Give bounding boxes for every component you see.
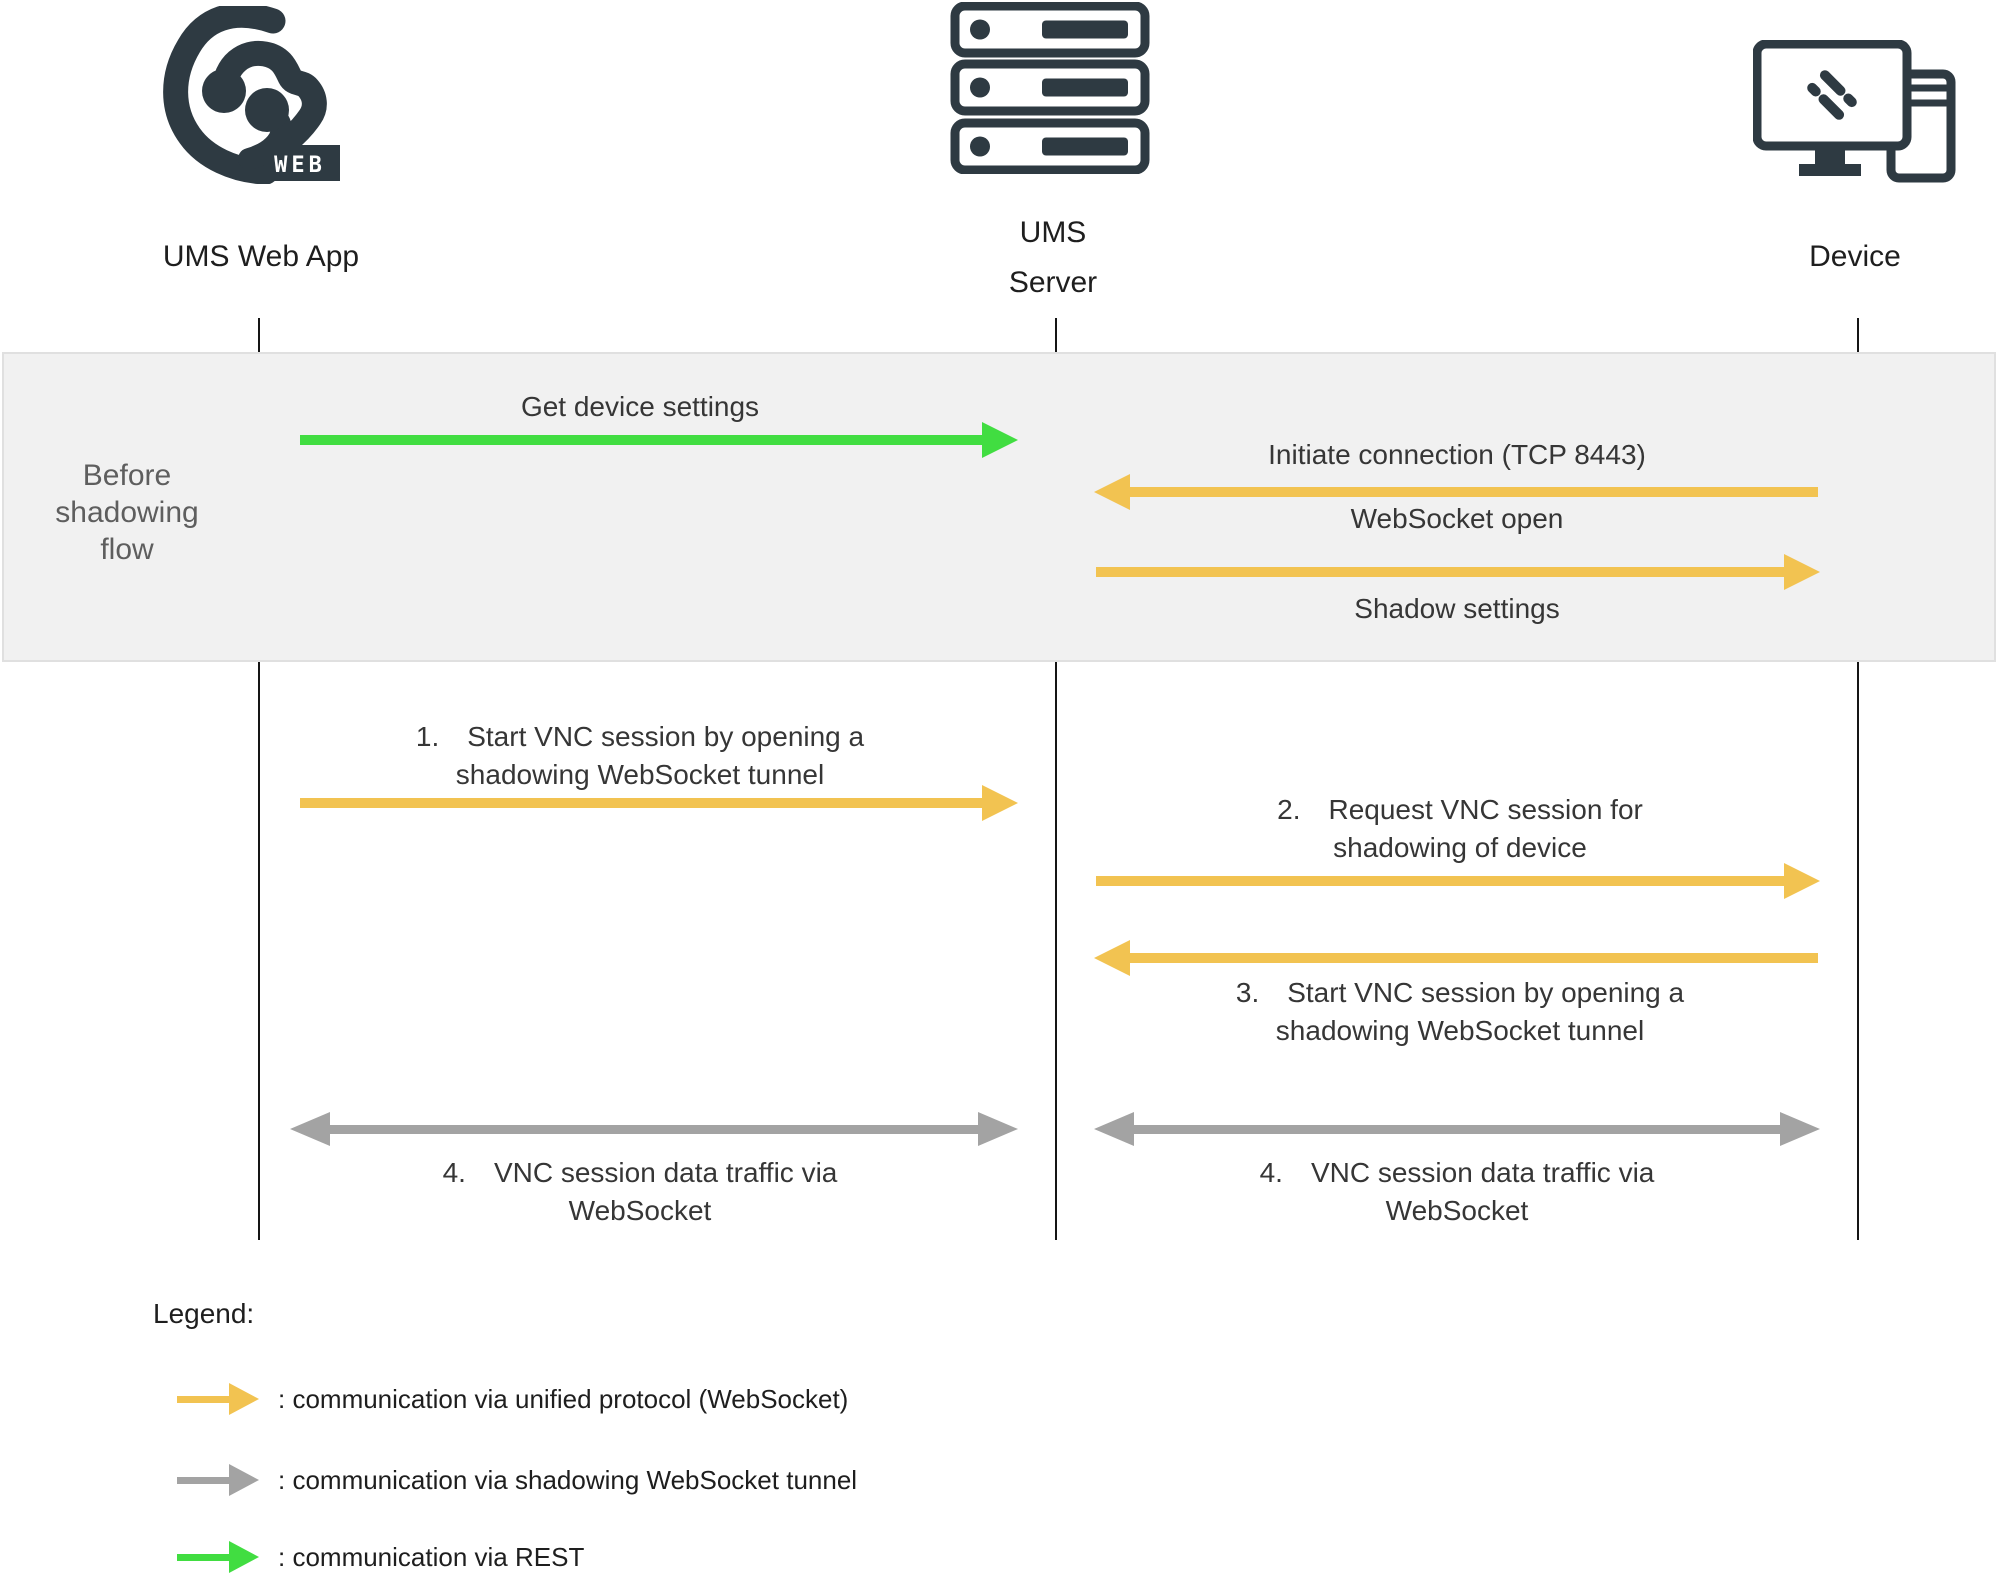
message-label-step1: 1. Start VNC session by opening a shadow…	[415, 721, 865, 790]
message-label-shadow-settings: Shadow settings	[1354, 593, 1560, 624]
ums-web-app-logo-icon: WEB	[163, 6, 340, 184]
legend-label-unified: : communication via unified protocol (We…	[278, 1384, 849, 1414]
message-label-step2: 2. Request VNC session for shadowing of …	[1277, 794, 1643, 863]
legend-label-shadow: : communication via shadowing WebSocket …	[278, 1465, 858, 1495]
actor-label-device: Device	[1809, 240, 1901, 273]
lifeline-device	[1857, 318, 1859, 1240]
message-label-initiate-connection: Initiate connection (TCP 8443)	[1268, 439, 1646, 470]
actor-label-ums-web-app: UMS Web App	[162, 240, 360, 273]
web-badge	[264, 145, 340, 181]
lifeline-ums-server	[1055, 318, 1057, 1240]
legend-label-rest: : communication via REST	[278, 1542, 585, 1572]
igel-mark-icon	[1807, 70, 1857, 120]
lifeline-ums-web-app	[258, 318, 260, 1240]
legend-title: Legend:	[153, 1298, 255, 1329]
actor-label-ums-server: UMS Server	[1008, 216, 1098, 299]
before-shadowing-band-label: Before shadowing flow	[55, 459, 199, 566]
message-label-websocket-open: WebSocket open	[1350, 503, 1564, 534]
message-label-step3: 3. Start VNC session by opening a shadow…	[1235, 977, 1685, 1046]
web-badge-label: WEB	[274, 153, 326, 178]
message-label-get-device-settings: Get device settings	[520, 391, 760, 422]
message-label-step4-right: 4. VNC session data traffic via WebSocke…	[1259, 1157, 1655, 1226]
before-shadowing-band	[2, 352, 1996, 662]
message-label-step4-left: 4. VNC session data traffic via WebSocke…	[442, 1157, 838, 1226]
device-workstation-icon	[1753, 40, 1956, 183]
server-rack-icon	[950, 2, 1150, 174]
